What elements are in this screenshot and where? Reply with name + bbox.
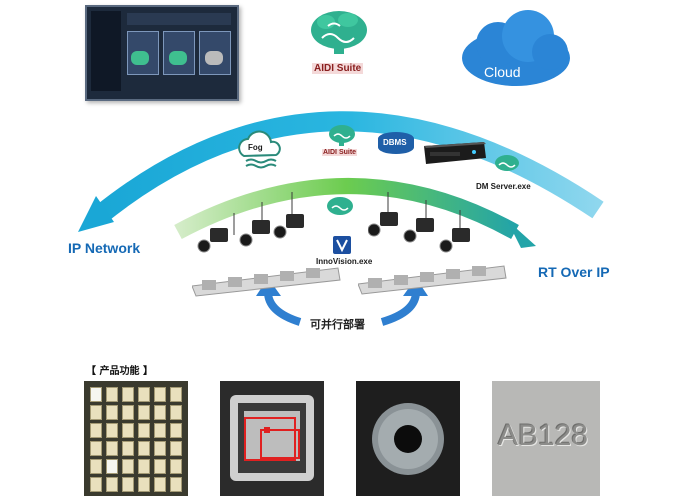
aidi-suite-label: AIDI Suite [312,63,364,74]
tray-cell [90,477,102,492]
tray-cell [122,423,134,438]
brain-icon-dm [495,155,519,171]
parallel-deploy-label: 可并行部署 [310,318,365,331]
tray-cell [154,405,166,420]
tray-cell [138,477,150,492]
tray-cell [106,477,118,492]
brain-icon [311,11,367,54]
tray-cell [154,387,166,402]
feature-thumb-grid [84,381,188,496]
tray-cell [170,387,182,402]
tray-cell [138,459,150,474]
conveyor-line-left [192,267,341,297]
feature-thumb-text: AB128 [492,381,600,496]
conveyor-line-right [358,265,507,295]
tray-cell [170,423,182,438]
deploy-arrow-right [380,291,420,326]
tray-cell [122,441,134,456]
tray-cell [90,423,102,438]
tray-cell [106,423,118,438]
fog-icon [238,130,281,169]
tray-cell [154,423,166,438]
camera-icon [197,214,304,253]
aidi-suite-small-label: AIDI Suite [322,149,358,156]
tray-cell [106,441,118,456]
cloud-label: Cloud [484,64,521,80]
brain-icon-small [329,125,355,146]
tray-cell [90,405,102,420]
tray-cell [154,459,166,474]
tray-cell [106,459,118,474]
tray-cell [106,387,118,402]
cloud-icon [462,10,570,86]
rt-over-ip-arc [174,178,519,240]
server-rack-icon [424,142,486,164]
tray-cell [90,459,102,474]
embossed-sample-text: AB128 [498,419,589,452]
tray-cell [138,441,150,456]
rt-over-ip-label: RT Over IP [538,264,610,280]
tray-cell [170,405,182,420]
dbms-icon [378,132,414,154]
product-features-heading: 【 产品功能 】 [86,366,153,377]
ip-network-arc [93,111,604,223]
tray-cell [122,477,134,492]
tray-cell [90,441,102,456]
tray-cell [170,441,182,456]
ip-network-label: IP Network [68,240,141,256]
innovision-label: InnoVision.exe [316,257,373,266]
tray-cell [122,459,134,474]
dashboard-screenshot [85,5,239,101]
rt-over-ip-arrowhead [507,220,536,248]
tray-cell [170,459,182,474]
brain-icon-center [327,197,353,215]
tray-cell [122,387,134,402]
tray-cell [138,387,150,402]
tray-cell [154,441,166,456]
camera-group-left [197,214,304,253]
tray-cell [106,405,118,420]
camera-group-right [368,212,470,253]
tray-cell [154,477,166,492]
tray-cell [138,405,150,420]
tray-cell [90,387,102,402]
tray-cell [122,405,134,420]
feature-thumb-ring [356,381,460,496]
dm-server-label: DM Server.exe [476,182,531,191]
tray-cell [170,477,182,492]
innovision-icon [333,236,351,254]
dbms-label: DBMS [383,138,407,147]
ip-network-arrowhead [78,196,114,232]
fog-label: Fog [248,143,263,152]
tray-cell [138,423,150,438]
feature-thumb-chip [220,381,324,496]
